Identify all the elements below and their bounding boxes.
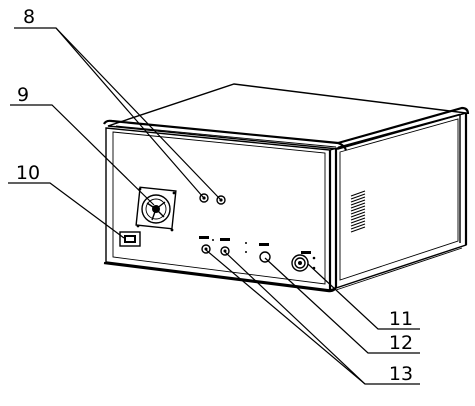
cabinet (103, 83, 470, 293)
callout-13-label: 13 (389, 363, 413, 385)
screw-terminals (199, 193, 226, 205)
bnc-connectors (199, 236, 230, 256)
cooling-fan (135, 186, 177, 232)
round-connector (291, 251, 316, 272)
callout-9-label: 9 (17, 84, 29, 106)
callout-11-label: 11 (389, 308, 413, 330)
cabinet-top-panel (107, 83, 467, 150)
callout-labels: 8 9 10 11 12 13 (16, 6, 413, 385)
power-inlet (119, 231, 141, 247)
callout-10-label: 10 (16, 162, 40, 184)
side-vent-slots (350, 190, 366, 233)
audio-jack (259, 243, 271, 263)
leader-lines (8, 27, 420, 385)
callout-8-label: 8 (23, 6, 35, 28)
callout-12-label: 12 (389, 332, 413, 354)
